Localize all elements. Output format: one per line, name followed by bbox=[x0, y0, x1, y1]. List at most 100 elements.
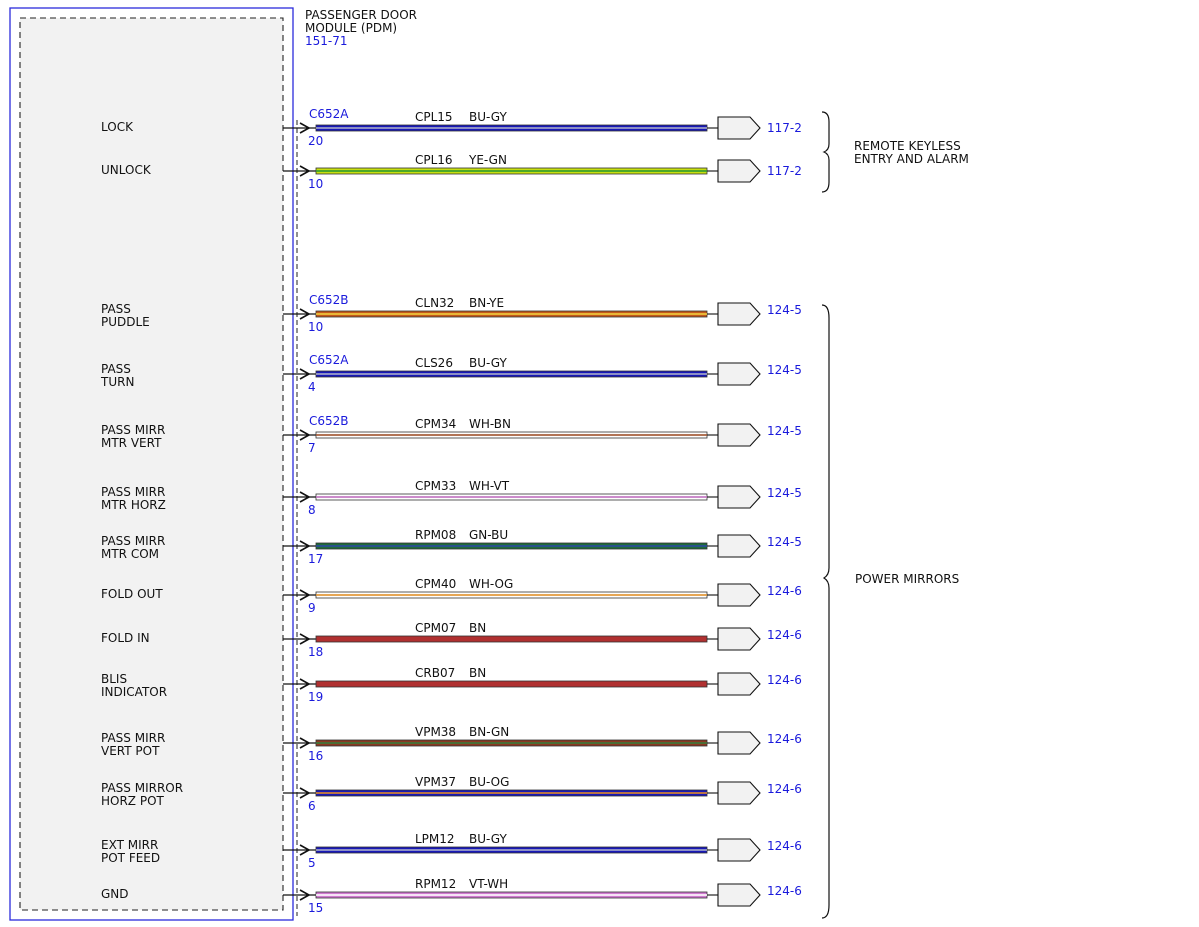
terminal-connector-icon[interactable] bbox=[717, 781, 761, 805]
circuit-id: CRB07 bbox=[415, 666, 455, 680]
connector-id[interactable]: C652A bbox=[309, 107, 349, 121]
page-ref-link[interactable]: 124-5 bbox=[767, 303, 802, 317]
wire-color-code: BN bbox=[469, 621, 486, 635]
terminal-connector-icon[interactable] bbox=[717, 731, 761, 755]
connector-arrow-icon bbox=[299, 737, 311, 749]
pin-number: 18 bbox=[308, 645, 323, 659]
terminal-connector-icon[interactable] bbox=[717, 159, 761, 183]
page-ref-link[interactable]: 124-5 bbox=[767, 424, 802, 438]
module-title-line1: PASSENGER DOOR bbox=[305, 8, 417, 22]
pin-label: PASS MIRR bbox=[101, 423, 165, 437]
wire-stripe bbox=[316, 496, 707, 498]
wire-color-code: BU-GY bbox=[469, 832, 507, 846]
pin-label: INDICATOR bbox=[101, 685, 167, 699]
terminal-connector-icon[interactable] bbox=[717, 672, 761, 696]
wire[interactable] bbox=[315, 635, 708, 643]
page-ref-link[interactable]: 117-2 bbox=[767, 121, 802, 135]
pin-label: PASS bbox=[101, 302, 131, 316]
wire-color-code: BN-YE bbox=[469, 296, 504, 310]
brace-power-mirrors bbox=[821, 304, 830, 919]
page-ref-link[interactable]: 124-6 bbox=[767, 884, 802, 898]
wire-stripe bbox=[316, 849, 707, 851]
terminal-connector-icon[interactable] bbox=[717, 583, 761, 607]
page-ref-link[interactable]: 124-6 bbox=[767, 628, 802, 642]
terminal-connector-icon[interactable] bbox=[717, 838, 761, 862]
group-label-remote-keyless-line1: REMOTE KEYLESS bbox=[854, 139, 961, 153]
circuit-id: LPM12 bbox=[415, 832, 455, 846]
pin-label: FOLD IN bbox=[101, 631, 150, 645]
circuit-id: CPL16 bbox=[415, 153, 453, 167]
connector-arrow-icon bbox=[299, 368, 311, 380]
pin-label: POT FEED bbox=[101, 851, 160, 865]
circuit-id: RPM12 bbox=[415, 877, 456, 891]
page-ref-link[interactable]: 124-6 bbox=[767, 782, 802, 796]
wire[interactable] bbox=[315, 680, 708, 688]
connector-arrow-icon bbox=[299, 787, 311, 799]
pin-label: VERT POT bbox=[101, 744, 160, 758]
pin-label: GND bbox=[101, 887, 129, 901]
page-ref-link[interactable]: 124-6 bbox=[767, 839, 802, 853]
pin-label: UNLOCK bbox=[101, 163, 152, 177]
pin-label: BLIS bbox=[101, 672, 127, 686]
connector-id[interactable]: C652A bbox=[309, 353, 349, 367]
pin-number: 15 bbox=[308, 901, 323, 915]
pin-label: EXT MIRR bbox=[101, 838, 158, 852]
circuit-id: VPM38 bbox=[415, 725, 456, 739]
pin-label: PASS MIRR bbox=[101, 534, 165, 548]
wire-color-code: VT-WH bbox=[469, 877, 508, 891]
connector-arrow-icon bbox=[299, 844, 311, 856]
group-remote-keyless: REMOTE KEYLESS ENTRY AND ALARM bbox=[821, 111, 969, 193]
page-ref-link[interactable]: 124-5 bbox=[767, 535, 802, 549]
terminal-connector-icon[interactable] bbox=[717, 883, 761, 907]
connector-arrow-icon bbox=[299, 678, 311, 690]
module-outline bbox=[9, 7, 294, 921]
page-ref-link[interactable]: 124-5 bbox=[767, 363, 802, 377]
wire-row: GND 15 RPM12 VT-WH 124-6 bbox=[101, 877, 802, 915]
terminal-connector-icon[interactable] bbox=[717, 534, 761, 558]
page-ref-link[interactable]: 124-6 bbox=[767, 732, 802, 746]
connector-id[interactable]: C652B bbox=[309, 414, 349, 428]
wire-stripe bbox=[316, 170, 707, 172]
circuit-id: CLN32 bbox=[415, 296, 454, 310]
wire-stripe bbox=[316, 792, 707, 794]
pin-label: PUDDLE bbox=[101, 315, 150, 329]
wire-stripe bbox=[316, 742, 707, 744]
page-ref-link[interactable]: 124-6 bbox=[767, 584, 802, 598]
wire-stripe bbox=[316, 373, 707, 375]
pin-number: 16 bbox=[308, 749, 323, 763]
terminal-connector-icon[interactable] bbox=[717, 362, 761, 386]
page-ref-link[interactable]: 124-5 bbox=[767, 486, 802, 500]
connector-arrow-icon bbox=[299, 889, 311, 901]
page-ref-link[interactable]: 124-6 bbox=[767, 673, 802, 687]
wire-stripe bbox=[316, 894, 707, 896]
terminal-connector-icon[interactable] bbox=[717, 423, 761, 447]
pin-label: PASS MIRR bbox=[101, 485, 165, 499]
connector-arrow-icon bbox=[299, 540, 311, 552]
pin-label: MTR VERT bbox=[101, 436, 162, 450]
page-ref-link[interactable]: 117-2 bbox=[767, 164, 802, 178]
wire-color-code: WH-BN bbox=[469, 417, 511, 431]
circuit-id: RPM08 bbox=[415, 528, 456, 542]
circuit-id: VPM37 bbox=[415, 775, 456, 789]
module-ref[interactable]: 151-71 bbox=[305, 34, 348, 48]
group-label-remote-keyless-line2: ENTRY AND ALARM bbox=[854, 152, 969, 166]
pin-number: 7 bbox=[308, 441, 316, 455]
module-inner-dashed bbox=[19, 17, 284, 911]
connector-id[interactable]: C652B bbox=[309, 293, 349, 307]
terminal-connector-icon[interactable] bbox=[717, 485, 761, 509]
circuit-id: CLS26 bbox=[415, 356, 453, 370]
terminal-connector-icon[interactable] bbox=[717, 627, 761, 651]
wire-color-code: BU-GY bbox=[469, 356, 507, 370]
pin-number: 5 bbox=[308, 856, 316, 870]
pin-number: 10 bbox=[308, 177, 323, 191]
terminal-connector-icon[interactable] bbox=[717, 302, 761, 326]
terminal-connector-icon[interactable] bbox=[717, 116, 761, 140]
wire-color-code: BN bbox=[469, 666, 486, 680]
wire-stripe bbox=[316, 313, 707, 315]
